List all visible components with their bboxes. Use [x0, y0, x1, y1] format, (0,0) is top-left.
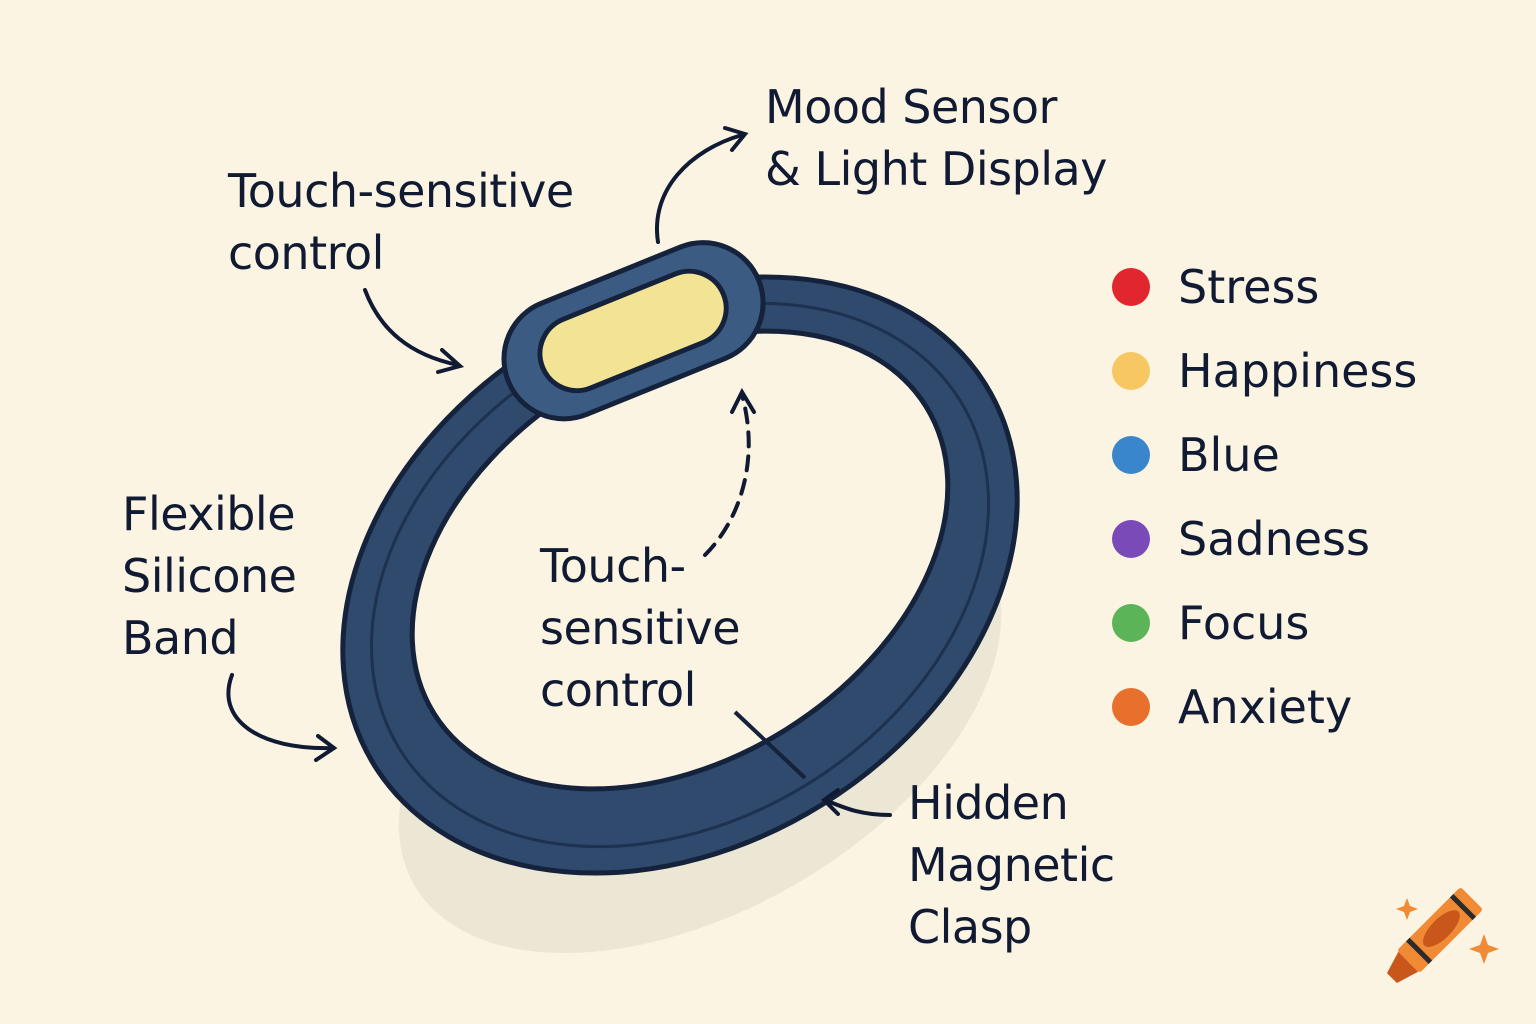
arrow-touch-top — [363, 288, 460, 367]
label-touch-control-top: Touch-sensitive control — [228, 164, 574, 280]
arrow-touch-inner — [703, 393, 751, 557]
color-dot-icon — [1112, 352, 1150, 390]
label-silicone-band: Flexible Silicone Band — [122, 487, 297, 665]
mood-color-legend: Stress Happiness Blue Sadness Focus Anxi… — [1112, 245, 1417, 749]
color-dot-icon — [1112, 688, 1150, 726]
legend-item-happiness: Happiness — [1112, 329, 1417, 413]
label-touch-control-inner: Touch- sensitive control — [540, 539, 741, 717]
color-dot-icon — [1112, 604, 1150, 642]
crayon-icon — [1386, 888, 1482, 984]
light-display — [537, 268, 729, 394]
legend-item-anxiety: Anxiety — [1112, 665, 1417, 749]
legend-item-stress: Stress — [1112, 245, 1417, 329]
sensor-module — [501, 240, 766, 422]
legend-item-sadness: Sadness — [1112, 497, 1417, 581]
magnetic-clasp-seam — [733, 710, 807, 780]
color-dot-icon — [1112, 436, 1150, 474]
sparkle-icon — [1469, 934, 1499, 964]
color-dot-icon — [1112, 268, 1150, 306]
label-mood-sensor: Mood Sensor & Light Display — [765, 80, 1107, 196]
arrow-silicone-band — [226, 673, 334, 751]
legend-item-blue: Blue — [1112, 413, 1417, 497]
color-dot-icon — [1112, 520, 1150, 558]
sparkle-icon — [1396, 898, 1418, 920]
arrow-mood-sensor — [654, 133, 744, 244]
label-magnetic-clasp: Hidden Magnetic Clasp — [908, 776, 1115, 954]
legend-item-focus: Focus — [1112, 581, 1417, 665]
arrow-magnetic-clasp — [823, 798, 892, 817]
